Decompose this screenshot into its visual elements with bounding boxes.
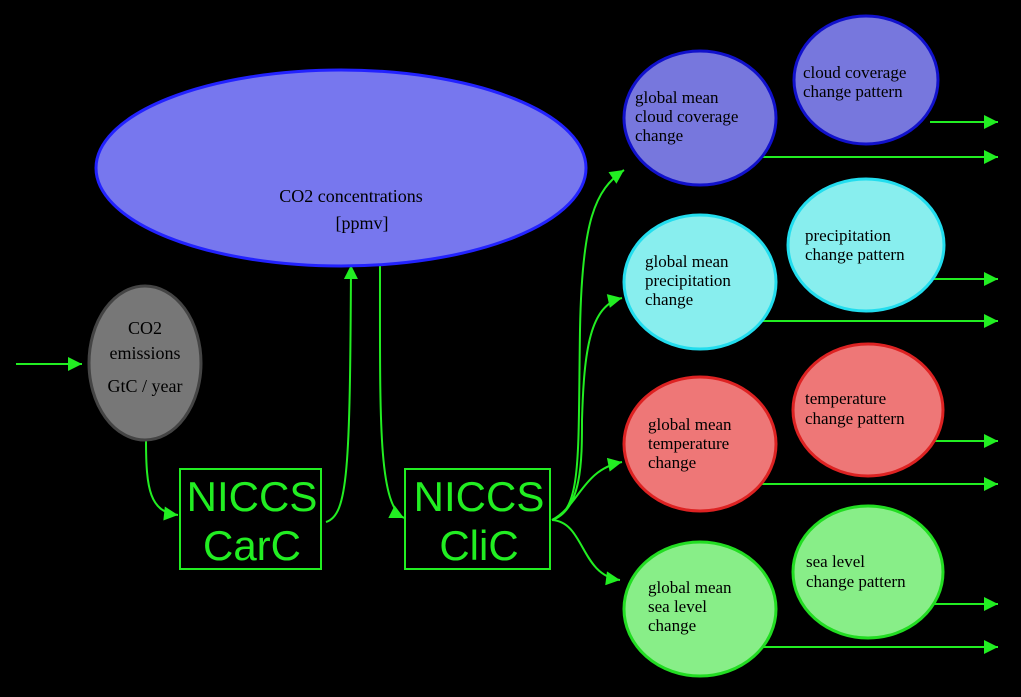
sea-global-label-2: sea level (648, 597, 707, 616)
sea-pattern-label-2: change pattern (806, 572, 906, 591)
cloud-global-label-2: cloud coverage (635, 107, 738, 126)
precip-pattern-node: precipitation change pattern (786, 177, 946, 313)
co2-emissions-label-2: emissions (109, 343, 180, 363)
edge-clic-to-precip (551, 294, 623, 521)
co2-emissions-node: CO2 emissions GtC / year (87, 284, 203, 442)
carc-label-2: CarC (203, 522, 301, 569)
temp-pattern-label-2: change pattern (805, 409, 905, 428)
cloud-pattern-label-2: change pattern (803, 82, 903, 101)
temp-global-node: global mean temperature change (622, 375, 778, 513)
temp-global-label-3: change (648, 453, 696, 472)
sea-global-label-3: change (648, 616, 696, 635)
edges (16, 115, 998, 654)
precip-pattern-label-2: change pattern (805, 245, 905, 264)
temp-pattern-node: temperature change pattern (791, 342, 945, 478)
edge-clic-to-sea (551, 519, 621, 586)
cloud-global-label-1: global mean (635, 88, 719, 107)
temp-pattern-label-1: temperature (805, 389, 886, 408)
co2-concentrations-label: CO2 concentrations (279, 186, 422, 206)
cloud-pattern-node: cloud coverage change pattern (792, 14, 940, 146)
co2-concentrations-unit: [ppmv] (336, 213, 389, 233)
precip-global-node: global mean precipitation change (622, 213, 778, 351)
precip-global-label-2: precipitation (645, 271, 731, 290)
precip-global-label-3: change (645, 290, 693, 309)
niccs-clic-box: NICCS CliC (404, 468, 551, 570)
co2-emissions-unit: GtC / year (108, 376, 183, 396)
sea-pattern-node: sea level change pattern (791, 504, 945, 640)
sea-pattern-label-1: sea level (806, 552, 865, 571)
niccs-carc-box: NICCS CarC (179, 468, 322, 570)
sea-global-node: global mean sea level change (622, 540, 778, 678)
co2-emissions-label-1: CO2 (128, 318, 162, 338)
edge-clic-to-temp (551, 457, 623, 521)
clic-label-1: NICCS (414, 473, 545, 520)
edge-concentrations-to-clic (378, 264, 405, 519)
temp-global-label-1: global mean (648, 415, 732, 434)
cloud-global-label-3: change (635, 126, 683, 145)
edge-carc-to-concentrations (325, 264, 358, 523)
edge-clic-to-cloud (551, 169, 625, 521)
sea-global-label-1: global mean (648, 578, 732, 597)
cloud-pattern-label-1: cloud coverage (803, 63, 906, 82)
clic-label-2: CliC (439, 522, 518, 569)
edge-emissions-to-carc (145, 439, 179, 521)
precip-pattern-label-1: precipitation (805, 226, 891, 245)
temp-global-label-2: temperature (648, 434, 729, 453)
precip-global-label-1: global mean (645, 252, 729, 271)
carc-label-1: NICCS (187, 473, 318, 520)
cloud-global-node: global mean cloud coverage change (622, 49, 778, 187)
co2-concentrations-node: CO2 concentrations [ppmv] (94, 68, 588, 268)
